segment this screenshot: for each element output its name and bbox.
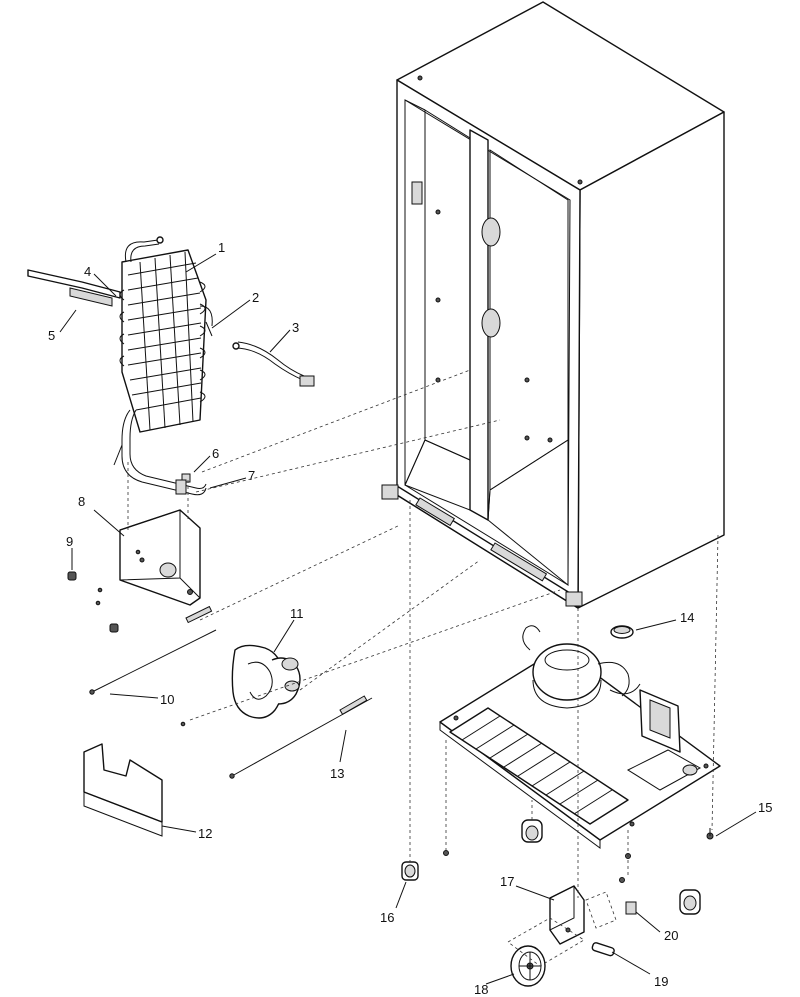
rear-roller (521, 819, 543, 843)
callout-6: 6 (212, 446, 219, 461)
grommet (610, 625, 634, 639)
callout-10: 10 (160, 692, 174, 707)
callout-1: 1 (218, 240, 225, 255)
callout-17: 17 (500, 874, 514, 889)
refrigerator-cabinet (381, 1, 725, 609)
water-tube (229, 695, 373, 779)
suction-line-tubing (113, 409, 207, 496)
callout-11: 11 (290, 606, 304, 621)
callout-14: 14 (680, 610, 694, 625)
roller-bracket (549, 885, 585, 945)
tape (69, 287, 113, 307)
callout-4: 4 (84, 264, 91, 279)
evaporator-bracket (119, 509, 201, 606)
callout-9: 9 (66, 534, 73, 549)
callout-8: 8 (78, 494, 85, 509)
capillary-tube (89, 605, 217, 695)
assembly-lines (127, 369, 719, 967)
leader-lines (59, 253, 757, 985)
callout-15: 15 (758, 800, 772, 815)
evaporator-coil (119, 236, 207, 433)
callout-16: 16 (380, 910, 394, 925)
wire-harness (232, 341, 315, 387)
drain-tray (83, 743, 163, 837)
callout-7: 7 (248, 468, 255, 483)
insulation-strip (27, 269, 121, 299)
screws (67, 549, 141, 633)
roller-wheel (510, 945, 546, 987)
callout-labels: 1 2 3 4 5 6 7 8 9 10 11 12 13 14 15 16 1… (48, 240, 772, 997)
callout-19: 19 (654, 974, 668, 989)
callout-13: 13 (330, 766, 344, 781)
rear-roller-right (679, 889, 701, 915)
condenser-fan-duct (180, 644, 301, 727)
callout-12: 12 (198, 826, 212, 841)
screw-15 (706, 828, 714, 840)
machine-compartment-base (439, 625, 721, 849)
callout-3: 3 (292, 320, 299, 335)
callout-18: 18 (474, 982, 488, 997)
callout-20: 20 (664, 928, 678, 943)
screw (443, 850, 449, 856)
screw (619, 877, 625, 883)
callout-2: 2 (252, 290, 259, 305)
axle-pin (591, 942, 615, 957)
callout-5: 5 (48, 328, 55, 343)
leveling-leg (401, 861, 419, 881)
clip (625, 901, 637, 915)
defrost-heater (199, 305, 213, 337)
